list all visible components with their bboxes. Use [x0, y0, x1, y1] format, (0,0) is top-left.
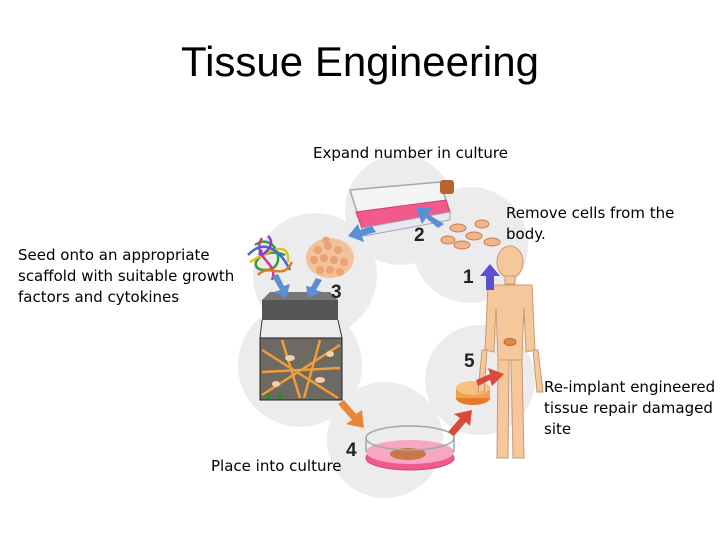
caption-seed-line: scaffold with suitable growth	[18, 267, 235, 285]
seeded-scaffold-micrograph	[259, 337, 343, 401]
arrow-step-4	[338, 400, 364, 428]
caption-remove-line: body.	[506, 225, 546, 243]
arrow-step-3-right	[306, 278, 322, 298]
caption-expand: Expand number in culture	[313, 144, 508, 162]
caption-seed: Seed onto an appropriate scaffold with s…	[18, 245, 234, 308]
step-number-3: 3	[331, 282, 342, 303]
caption-place: Place into culture	[211, 457, 342, 475]
cell-cluster-icon	[306, 236, 354, 278]
caption-reimplant-line: site	[544, 420, 572, 438]
step-number-4: 4	[346, 440, 357, 461]
step-number-5: 5	[464, 351, 475, 372]
step-number-1: 1	[463, 267, 474, 288]
arrow-step-5-body	[476, 368, 504, 386]
caption-remove-line: Remove cells from the	[506, 204, 675, 222]
arrow-expand-to-cells	[348, 224, 376, 242]
arrow-step-3-left	[272, 274, 290, 298]
caption-reimplant-line: tissue repair damaged	[544, 399, 713, 417]
arrow-step-5-dish	[448, 410, 472, 436]
caption-reimplant-line: Re-implant engineered	[544, 378, 716, 396]
arrow-step-1	[480, 264, 500, 290]
petri-dish-icon	[365, 425, 455, 471]
caption-seed-line: factors and cytokines	[18, 288, 180, 306]
arrow-step-2	[416, 208, 444, 228]
page-title: Tissue Engineering	[181, 38, 539, 85]
caption-seed-line: Seed onto an appropriate	[18, 246, 210, 264]
caption-remove: Remove cells from the body.	[506, 203, 674, 245]
step-number-2: 2	[414, 225, 425, 246]
human-body-icon	[477, 245, 544, 459]
scaffold-fibers-icon	[247, 235, 294, 281]
isolated-cells-icon	[440, 219, 501, 250]
caption-reimplant: Re-implant engineered tissue repair dama…	[544, 377, 715, 440]
